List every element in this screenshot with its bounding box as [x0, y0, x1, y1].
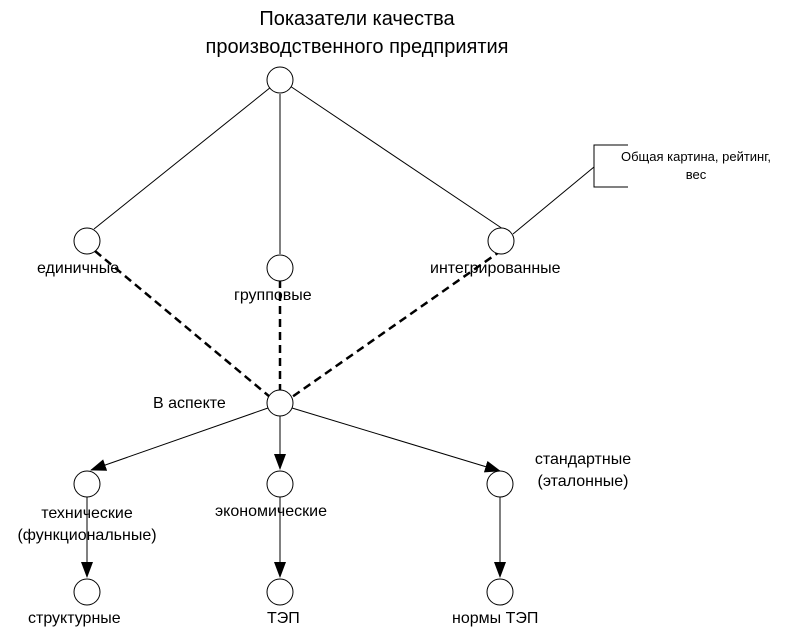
- label-aspect: В аспекте: [153, 395, 226, 412]
- node-root: [266, 66, 294, 94]
- label-norms: нормы ТЭП: [452, 610, 539, 627]
- edge-root-integrated: [289, 85, 504, 230]
- label-group: групповые: [234, 287, 312, 304]
- edge-root-single: [93, 86, 272, 230]
- label-integrated: интегрированные: [430, 260, 561, 277]
- node-norms: [486, 578, 514, 606]
- node-standard: [486, 470, 514, 498]
- node-aspect: [266, 389, 294, 417]
- node-structural: [73, 578, 101, 606]
- note-text-line2: вес: [685, 167, 707, 182]
- node-single: [73, 227, 101, 255]
- dashed-single-aspect: [94, 250, 271, 398]
- label-standard-line1: стандартные: [534, 451, 632, 468]
- arrow-aspect-technical: [90, 407, 269, 471]
- node-technical: [73, 470, 101, 498]
- label-technical-line2: (функциональные): [17, 527, 157, 544]
- note-connector: [512, 166, 595, 235]
- arrow-aspect-standard: [291, 407, 501, 473]
- label-structural: структурные: [28, 610, 121, 627]
- note-text-line1: Общая картина, рейтинг,: [620, 149, 771, 164]
- label-single: единичные: [37, 260, 120, 277]
- label-tep: ТЭП: [267, 610, 300, 627]
- note-bracket: [593, 144, 628, 188]
- label-standard-line2: (эталонные): [537, 473, 629, 490]
- node-economic: [266, 470, 294, 498]
- diagram-title-line1: Показатели качества: [259, 8, 455, 30]
- dashed-integrated-aspect: [291, 248, 503, 399]
- node-integrated: [487, 227, 515, 255]
- label-technical-line1: технические: [41, 505, 133, 522]
- diagram-title-line2: производственного предприятия: [205, 36, 509, 58]
- label-economic: экономические: [215, 503, 327, 520]
- node-tep: [266, 578, 294, 606]
- node-group: [266, 254, 294, 282]
